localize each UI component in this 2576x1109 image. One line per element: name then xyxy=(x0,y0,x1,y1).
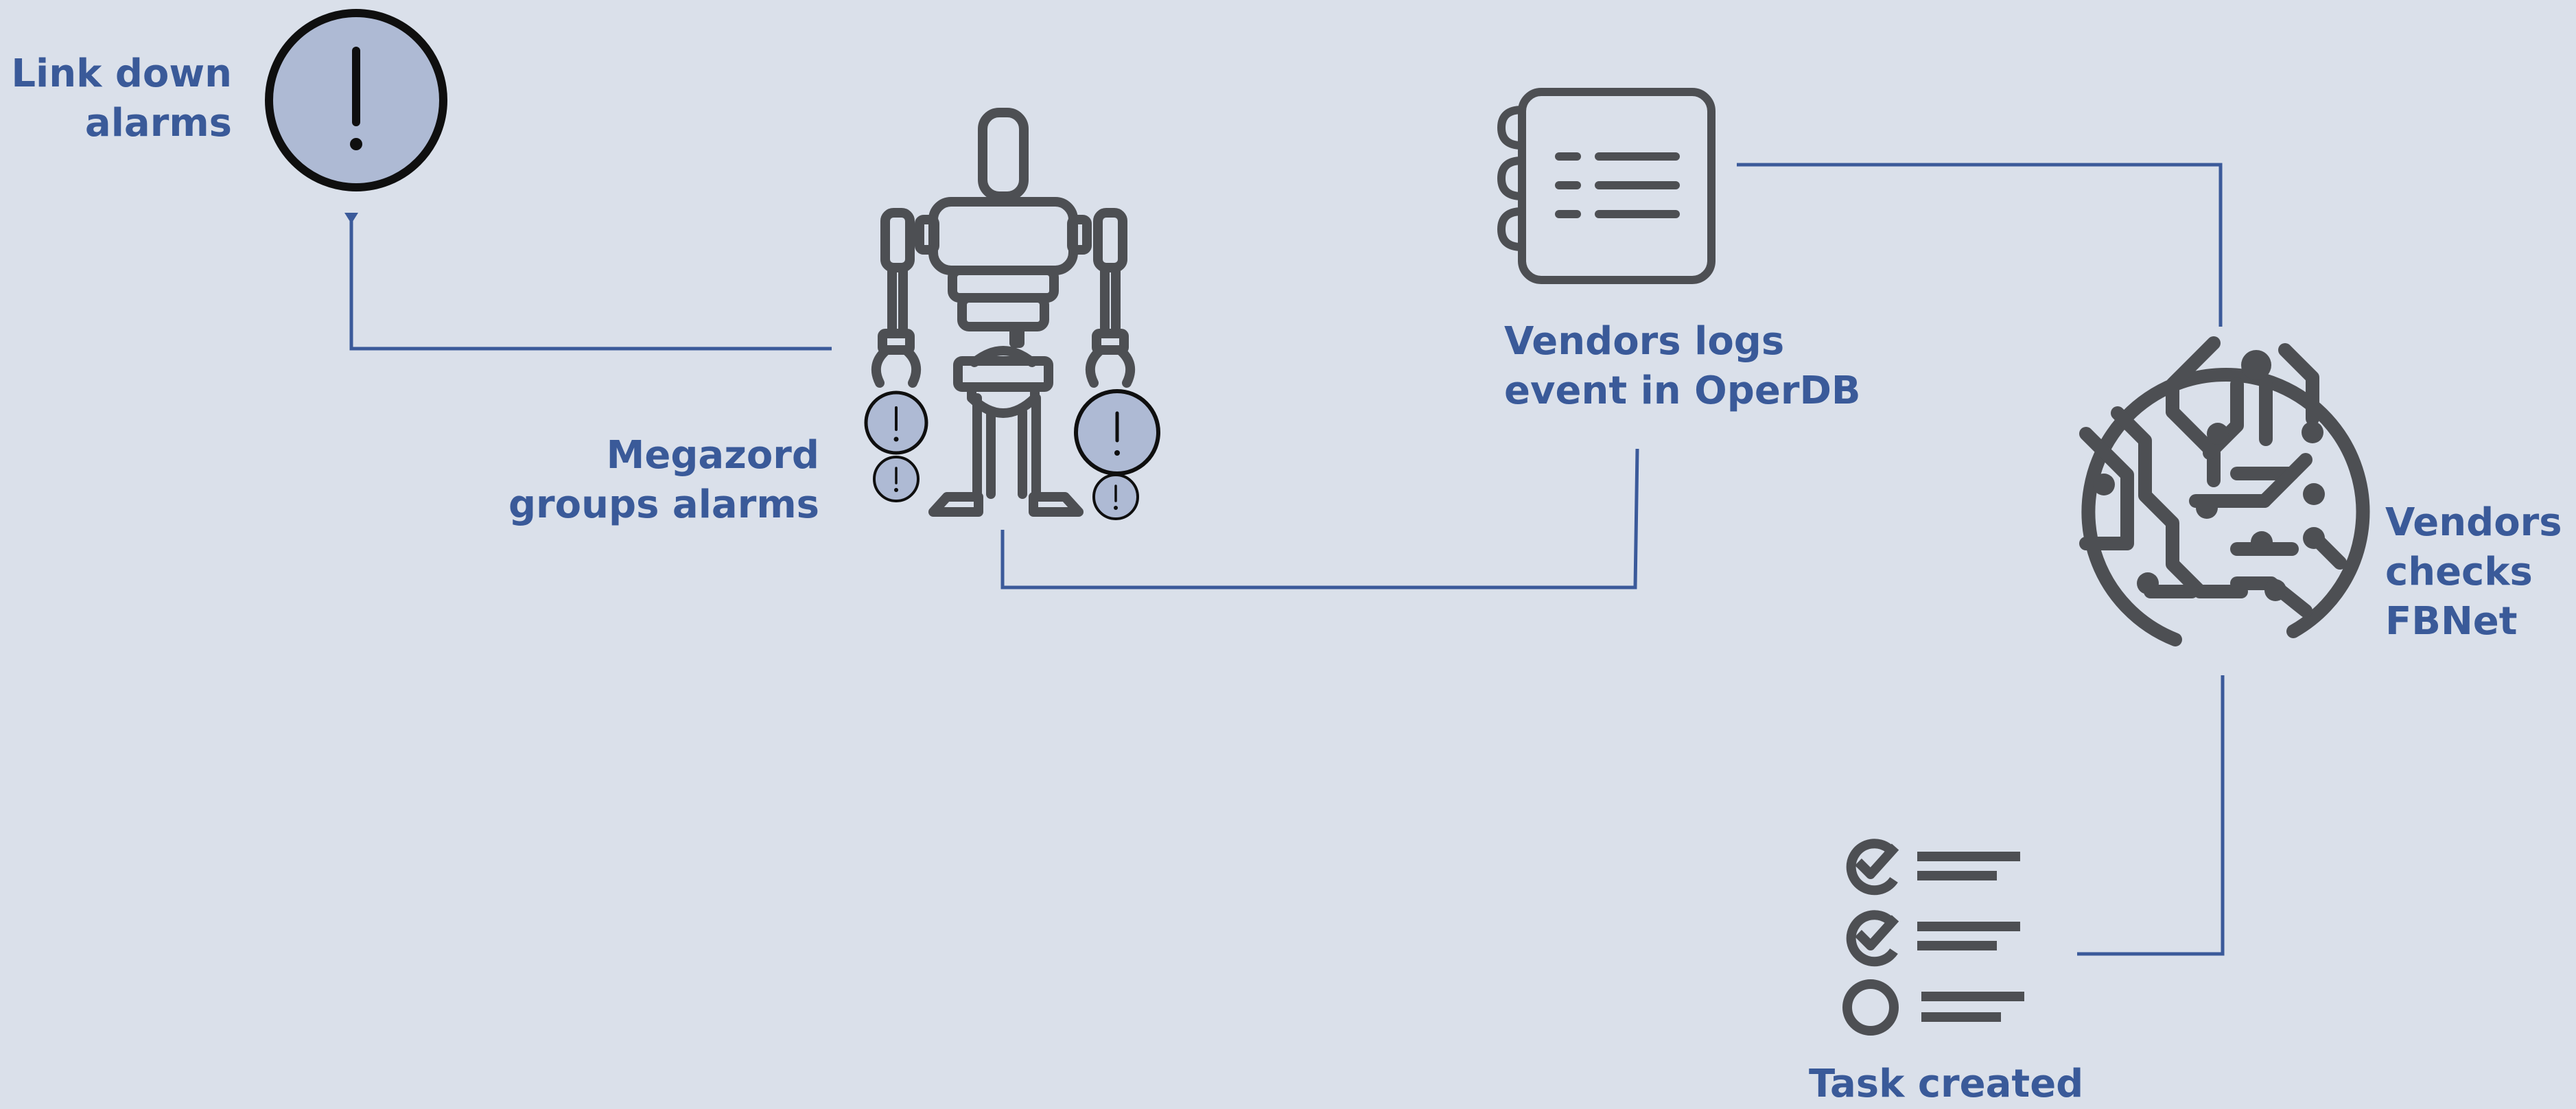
connector-operdb-to-fbnet xyxy=(1737,163,2223,327)
fbnet-label-line-3: FBNet xyxy=(2385,599,2518,644)
alarm-exclamation-icon xyxy=(873,456,920,502)
robot-icon xyxy=(871,108,1136,517)
checklist-icon xyxy=(1842,839,2024,1036)
notebook-icon xyxy=(1497,88,1716,284)
megazord-label-line-2: groups alarms xyxy=(508,482,819,527)
operdb-label-line-1: Vendors logs xyxy=(1504,319,1785,364)
fbnet-label-line-2: checks xyxy=(2385,550,2533,594)
link-down-label-line-1: Link down xyxy=(11,51,232,96)
alarm-exclamation-icon xyxy=(1092,474,1139,520)
grouped-alarm-icons xyxy=(864,389,1160,520)
connectors xyxy=(344,163,2225,956)
megazord-label: Megazord groups alarms xyxy=(508,431,819,530)
connector-fbnet-to-task xyxy=(2077,675,2225,956)
fbnet-label: Vendors checks FBNet xyxy=(2385,498,2562,646)
circuit-nodes xyxy=(2093,350,2325,601)
task-label: Task created xyxy=(1809,1060,2083,1109)
operdb-label-line-2: event in OperDB xyxy=(1504,369,1861,413)
operdb-label: Vendors logs event in OperDB xyxy=(1504,317,1861,416)
fbnet-label-line-1: Vendors xyxy=(2385,500,2562,545)
connector-arrowhead xyxy=(344,213,358,224)
alarm-exclamation-icon xyxy=(864,390,928,455)
circuit-network-icon xyxy=(2079,336,2370,646)
alarm-exclamation-icon xyxy=(1074,389,1160,476)
connector-megazord-to-link-down xyxy=(349,217,832,351)
alarm-exclamation-icon xyxy=(265,9,447,191)
link-down-label-line-2: alarms xyxy=(84,101,232,145)
megazord-label-line-1: Megazord xyxy=(606,433,819,478)
connector-megazord-to-operdb xyxy=(1000,448,1639,589)
link-down-label: Link down alarms xyxy=(11,49,232,148)
task-label-line-1: Task created xyxy=(1809,1062,2084,1106)
